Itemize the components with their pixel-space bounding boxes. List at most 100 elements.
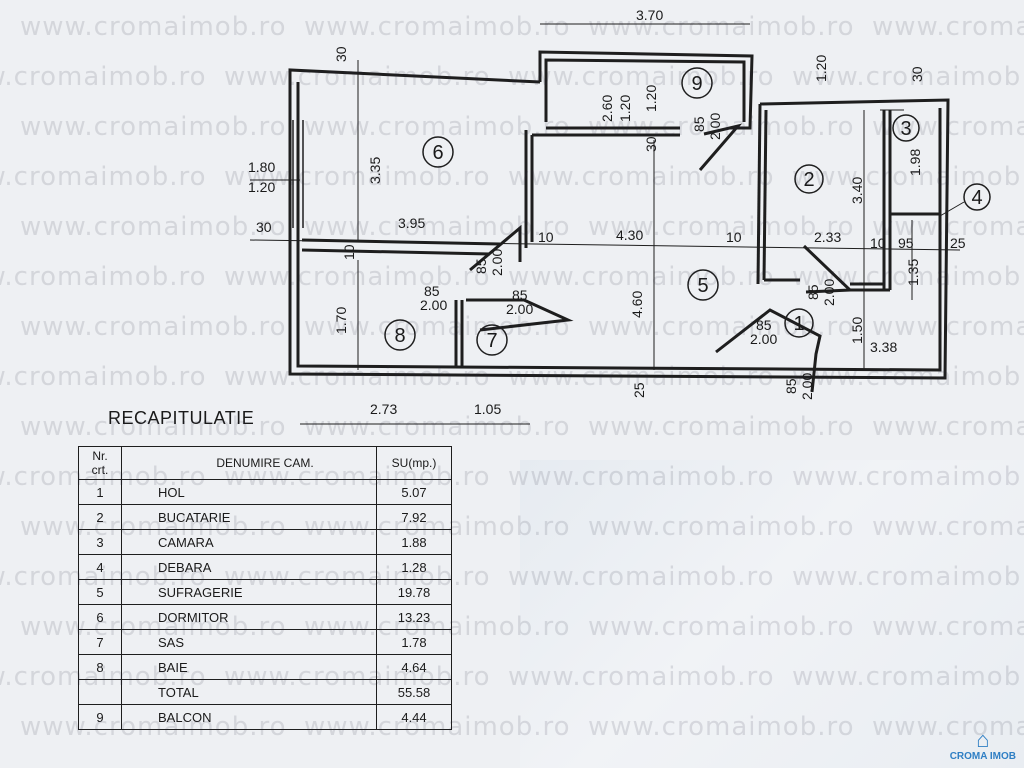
dim-430: 4.30 [616, 227, 643, 243]
room-1-marker: 1 [784, 308, 814, 338]
dim-10: 10 [538, 229, 554, 245]
dim-30: 30 [333, 46, 349, 62]
room-7-marker: 7 [476, 324, 508, 356]
table-row: 2 BUCATARIE 7.92 [78, 504, 452, 530]
table-row: 4 DEBARA 1.28 [78, 554, 452, 580]
row-nr: 2 [78, 504, 122, 530]
header-name: DENUMIRE CAM. [121, 446, 377, 480]
dim-10: 10 [870, 235, 886, 251]
row-nr: 9 [78, 704, 122, 730]
total-row: TOTAL 55.58 [78, 679, 452, 705]
dim-door-85: 85 [691, 116, 707, 132]
table-row: 8 BAIE 4.64 [78, 654, 452, 680]
dim-door-200: 2.00 [489, 249, 505, 276]
svg-text:1: 1 [793, 313, 804, 335]
row-name: DEBARA [121, 554, 377, 580]
header-su: SU(mp.) [376, 446, 452, 480]
house-icon: ⌂ [976, 727, 990, 752]
dim-door-200: 2.00 [506, 301, 533, 317]
dim-120: 1.20 [248, 179, 275, 195]
logo-text: CROMA IMOB [949, 751, 1016, 762]
room-8-marker: 8 [384, 319, 416, 351]
dim-30: 30 [256, 219, 272, 235]
dim-198: 1.98 [907, 149, 923, 176]
dim-338: 3.38 [870, 339, 897, 355]
svg-text:5: 5 [697, 275, 708, 297]
dim-door-200: 2.00 [821, 279, 837, 306]
svg-text:4: 4 [971, 187, 982, 209]
dim-340: 3.40 [849, 177, 865, 204]
total-blank [78, 679, 122, 705]
room-9-marker: 9 [681, 67, 713, 99]
row-name: BAIE [121, 654, 377, 680]
dim-door-85: 85 [783, 378, 799, 394]
dim-25: 25 [950, 235, 966, 251]
svg-text:3: 3 [900, 118, 911, 140]
dim-95: 95 [898, 235, 914, 251]
dim-233: 2.33 [814, 229, 841, 245]
row-su: 5.07 [376, 479, 452, 505]
dim-door-85: 85 [473, 258, 489, 274]
table-row: 6 DORMITOR 13.23 [78, 604, 452, 630]
dim-balcony-120: 1.20 [643, 85, 659, 112]
dim-door-200: 2.00 [799, 373, 815, 400]
table-row: 5 SUFRAGERIE 19.78 [78, 579, 452, 605]
dim-150: 1.50 [849, 317, 865, 344]
dim-395: 3.95 [398, 215, 425, 231]
table-row: 7 SAS 1.78 [78, 629, 452, 655]
dimension-lines [249, 23, 965, 425]
dim-335: 3.35 [367, 157, 383, 184]
dim-30: 30 [909, 66, 925, 82]
header-nr: Nr. crt. [78, 446, 122, 480]
table-row: 1 HOL 5.07 [78, 479, 452, 505]
row-su: 1.78 [376, 629, 452, 655]
row-name: DORMITOR [121, 604, 377, 630]
plan-walls [288, 50, 950, 393]
svg-text:8: 8 [394, 325, 405, 347]
room-5-marker: 5 [687, 269, 719, 301]
room-markers: 1 2 3 4 5 6 7 8 9 [384, 67, 991, 356]
dim-10: 10 [726, 229, 742, 245]
dim-balcony-120: 1.20 [617, 95, 633, 122]
table-row: 9 BALCON 4.44 [78, 704, 452, 730]
row-name: CAMARA [121, 529, 377, 555]
room-6-marker: 6 [422, 136, 454, 168]
dim-25: 25 [631, 382, 647, 398]
row-su: 1.28 [376, 554, 452, 580]
row-nr: 1 [78, 479, 122, 505]
row-name: SUFRAGERIE [121, 579, 377, 605]
dim-273: 2.73 [370, 401, 397, 417]
row-su: 4.44 [376, 704, 452, 730]
dim-105: 1.05 [474, 401, 501, 417]
row-nr: 5 [78, 579, 122, 605]
row-su: 4.64 [376, 654, 452, 680]
row-su: 19.78 [376, 579, 452, 605]
dim-door-85: 85 [805, 284, 821, 300]
dim-door-85: 85 [512, 287, 528, 303]
dim-door-200: 2.00 [750, 331, 777, 347]
dim-30: 30 [643, 136, 659, 152]
dim-top-width: 3.70 [636, 7, 663, 23]
row-su: 13.23 [376, 604, 452, 630]
room-4-marker: 4 [963, 183, 991, 211]
row-nr: 7 [78, 629, 122, 655]
dim-door-85: 85 [424, 283, 440, 299]
svg-text:7: 7 [486, 330, 497, 352]
row-su: 7.92 [376, 504, 452, 530]
svg-text:2: 2 [803, 169, 814, 191]
blurred-area [520, 460, 1024, 768]
row-name: BALCON [121, 704, 377, 730]
dim-180: 1.80 [248, 159, 275, 175]
row-su: 1.88 [376, 529, 452, 555]
dim-170: 1.70 [333, 307, 349, 334]
dim-120: 1.20 [813, 55, 829, 82]
recap-header-row: Nr. crt. DENUMIRE CAM. SU(mp.) [78, 446, 452, 480]
dim-balcony-260: 2.60 [599, 95, 615, 122]
row-nr: 8 [78, 654, 122, 680]
row-name: SAS [121, 629, 377, 655]
svg-text:9: 9 [691, 73, 702, 95]
croma-imob-logo: ⌂ CROMA IMOB [949, 727, 1016, 763]
recap-title: RECAPITULATIE [108, 408, 255, 428]
row-name: BUCATARIE [121, 504, 377, 530]
